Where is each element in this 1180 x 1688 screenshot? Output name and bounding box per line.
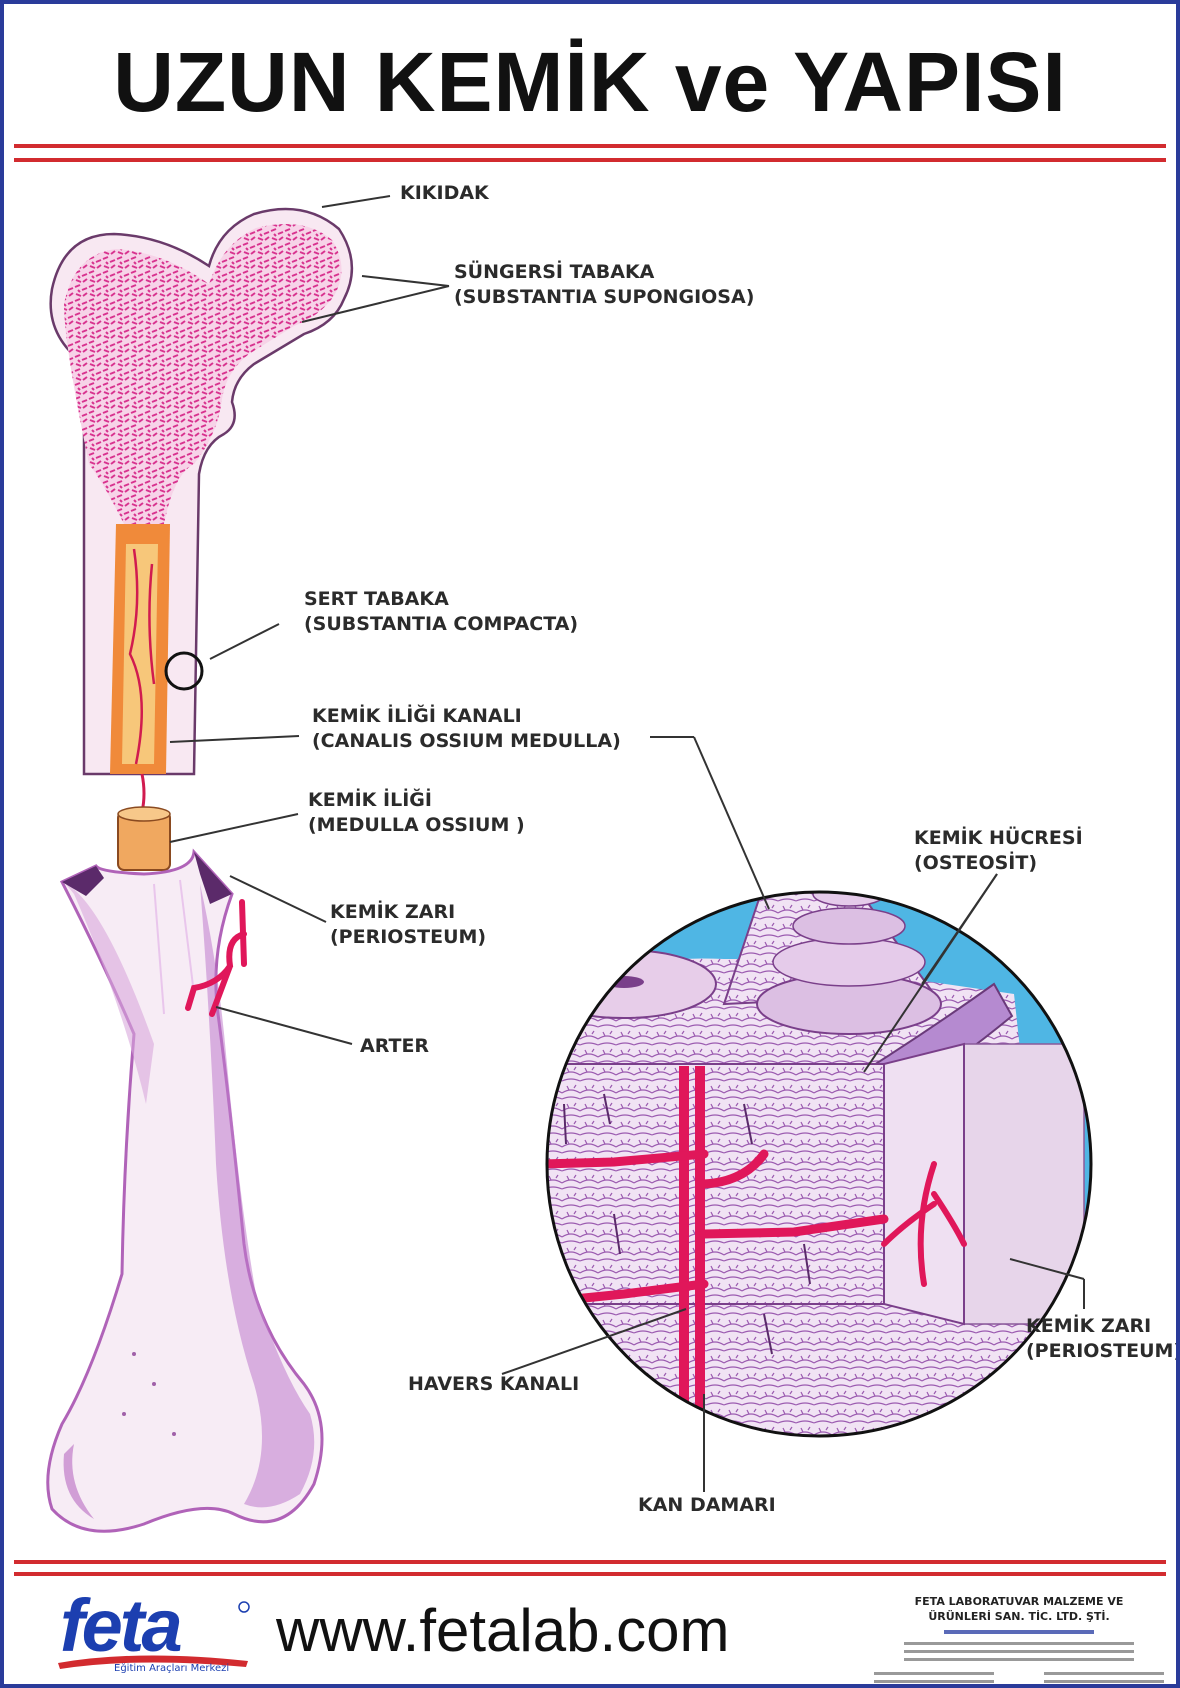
label-haversian-canal: HAVERS KANALI [408,1373,580,1395]
label-periosteum-left: KEMİK ZARI(PERIOSTEUM) [330,901,487,948]
poster-title: UZUN KEMİK ve YAPISI [113,35,1067,129]
title-rule-bottom [14,158,1166,162]
footer-rule-bottom [14,1572,1166,1576]
label-artery: ARTER [360,1035,430,1057]
footer-rule-top [14,1560,1166,1564]
leader-lines [169,195,1085,1492]
magnified-section [545,890,1093,1438]
logo-tagline: Eğitim Araçları Merkezi [114,1663,230,1674]
label-blood-vessel: KAN DAMARI [638,1494,776,1516]
title-rule-top [14,144,1166,148]
feta-logo: feta Eğitim Araçları Merkezi [48,1584,258,1679]
company-fine-print [874,1630,1164,1683]
lower-femur [46,848,324,1533]
label-marrow-canal: KEMİK İLİĞİ KANALI(CANALIS OSSIUM MEDULL… [312,705,621,752]
label-osteocyte: KEMİK HÜCRESİ(OSTEOSİT) [914,827,1083,874]
label-bone-marrow: KEMİK İLİĞİ(MEDULLA OSSIUM ) [308,789,525,836]
upper-femur [49,207,354,813]
label-spongy-layer: SÜNGERSİ TABAKA(SUBSTANTIA SUPONGIOSA) [454,261,755,308]
company-name: FETA LABORATUVAR MALZEME VE ÜRÜNLERİ SAN… [874,1594,1164,1684]
bone-illustration [46,195,1093,1533]
website-url: www.fetalab.com [276,1597,730,1664]
label-kikidak: KIKIDAK [400,182,489,204]
marrow-plug [117,806,171,871]
label-compact-layer: SERT TABAKA(SUBSTANTIA COMPACTA) [304,588,579,635]
label-periosteum-right: KEMİK ZARI(PERIOSTEUM) [1026,1315,1180,1362]
logo-wordmark: feta [60,1584,183,1667]
femur-artery [185,899,247,1017]
